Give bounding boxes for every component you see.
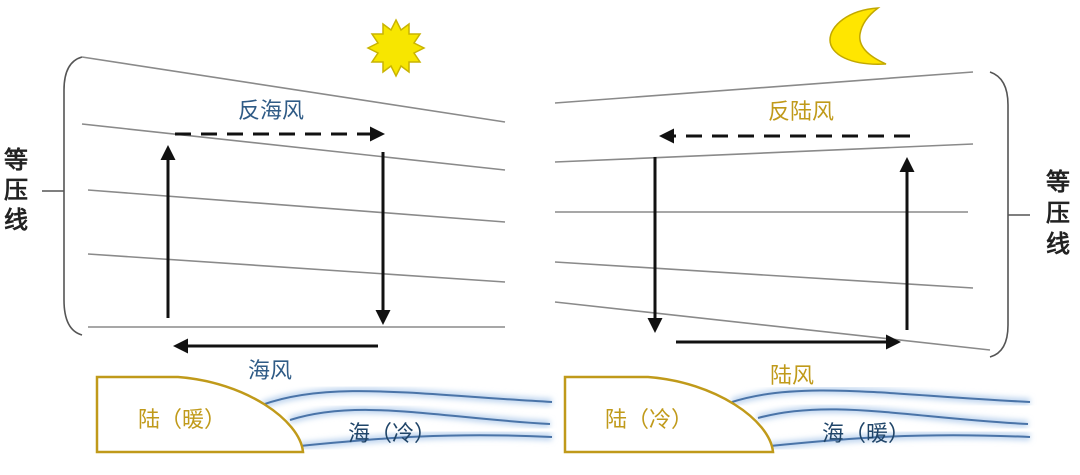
right-upper-wind-label: 反陆风: [768, 100, 834, 125]
right-sea: 海（暖）: [730, 386, 1031, 450]
sun-icon: [366, 18, 426, 78]
left-isobars: [81, 56, 506, 328]
right-land-label: 陆（冷）: [605, 408, 693, 433]
left-upper-wind-label: 反海风: [238, 99, 304, 124]
right-isobar-char-2: 压: [1046, 199, 1070, 227]
right-isobar-bracket: [989, 71, 1009, 358]
left-sea: 海（冷）: [260, 387, 553, 450]
left-surface-wind-label: 海风: [248, 359, 292, 384]
left-isobar-line: [81, 56, 506, 123]
right-isobar-label: 等 压 线: [1008, 168, 1070, 258]
right-isobars: [554, 71, 991, 351]
right-isobar-char-1: 等: [1046, 168, 1070, 196]
left-land: 陆（暖）: [95, 375, 305, 454]
crescent-moon-icon: [829, 7, 887, 65]
left-isobar-line: [87, 189, 506, 223]
right-isobar-line: [554, 261, 974, 289]
left-sea-label: 海（冷）: [348, 422, 436, 447]
right-isobar-line: [554, 71, 974, 104]
left-isobar-bracket: [63, 56, 83, 336]
right-panel: 等 压 线 反陆风 陆风 海（暖）: [554, 7, 1070, 454]
right-land: 陆（冷）: [563, 375, 775, 454]
left-isobar-char-2: 压: [4, 176, 28, 204]
left-isobar-label: 等 压 线: [4, 146, 64, 234]
right-isobar-line: [554, 301, 991, 351]
left-isobar-char-1: 等: [4, 146, 28, 174]
left-isobar-char-3: 线: [4, 206, 28, 234]
right-isobar-line: [554, 143, 974, 163]
right-surface-wind-label: 陆风: [770, 364, 814, 389]
left-panel: 等 压 线 反海风 海风: [4, 18, 553, 454]
left-isobar-line: [87, 253, 506, 283]
left-land-label: 陆（暖）: [138, 408, 226, 433]
right-isobar-char-3: 线: [1046, 230, 1070, 258]
left-isobar-line: [81, 123, 506, 171]
right-sea-label: 海（暖）: [822, 422, 910, 447]
